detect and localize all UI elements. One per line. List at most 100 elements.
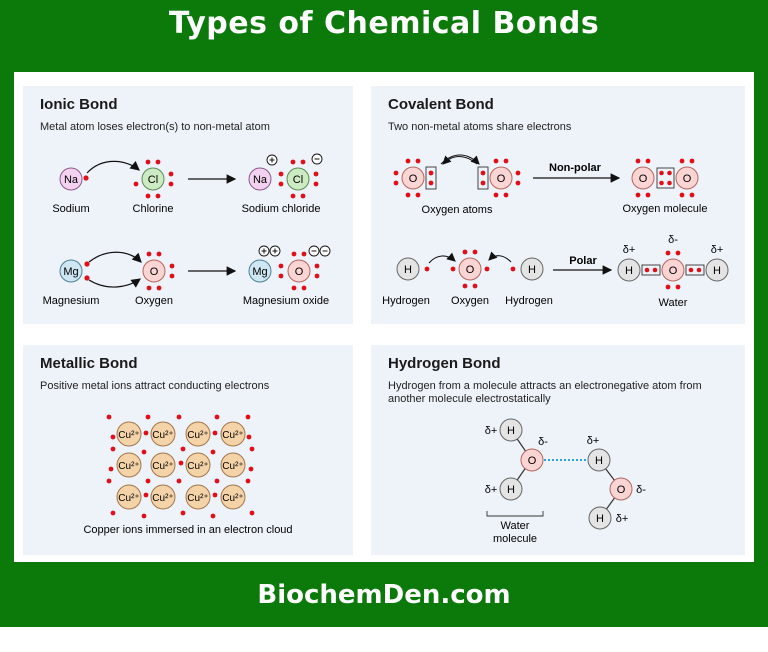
covalent-bond-panel: Covalent Bond Two non-metal atoms share … (371, 86, 745, 324)
page-title: Types of Chemical Bonds (168, 6, 600, 41)
hydrogen-atom (587, 448, 611, 472)
electron (212, 492, 218, 498)
magnesium-label: Magnesium (43, 295, 100, 307)
metallic-bond-diagram: Copper ions immersed in an electron clou… (83, 414, 293, 536)
svg-text:O: O (497, 173, 506, 185)
electron (210, 513, 216, 519)
hydrogen-label: Hydrogen (505, 295, 553, 307)
hydrogen-atom (520, 257, 544, 281)
chlorine-symbol: Cl (148, 174, 158, 186)
electron (246, 434, 252, 440)
partial-positive-label: δ+ (485, 484, 498, 496)
electron (106, 414, 112, 420)
copper-ion-label: Cu²⁺ (118, 493, 139, 504)
svg-text:H: H (625, 265, 633, 277)
metallic-bond-panel: Metallic Bond Positive metal ions attrac… (23, 345, 353, 555)
hydrogen-atom (588, 506, 612, 530)
hydrogen-label: Hydrogen (382, 295, 430, 307)
svg-text:O: O (528, 455, 537, 467)
hydrogen-bond-panel: Hydrogen Bond Hydrogen from a molecule a… (371, 345, 745, 555)
electron (83, 175, 89, 181)
copper-ion (150, 484, 176, 510)
svg-text:O: O (669, 265, 678, 277)
electron-transfer-arrow (88, 278, 141, 288)
sodium-atom (59, 167, 83, 191)
electron-share-arrow (442, 155, 478, 165)
oxygen-atom (142, 259, 166, 283)
chloride-ion (286, 167, 310, 191)
electron (249, 446, 255, 452)
molecule-bracket (486, 511, 544, 517)
partial-negative-label: δ- (668, 234, 678, 246)
svg-text:O: O (409, 173, 418, 185)
non-polar-label: Non-polar (549, 162, 602, 174)
chlorine-atom (141, 167, 165, 191)
svg-text:H: H (507, 425, 515, 437)
electron (249, 510, 255, 516)
electron-transfer-arrow (86, 160, 140, 174)
ionic-bond-diagram: Na Cl Na Cl Sodium Chlorine Sodium chlor… (43, 153, 331, 307)
electron (180, 446, 186, 452)
svg-text:H: H (404, 264, 412, 276)
copper-ion (116, 484, 142, 510)
copper-ion-label: Cu²⁺ (118, 430, 139, 441)
oxygen-atom (458, 257, 482, 281)
partial-positive-label: δ+ (623, 244, 636, 256)
oxygen-molecule-label: Oxygen molecule (623, 203, 708, 215)
water-label: Water (659, 297, 688, 309)
water-molecule-caption: molecule (493, 533, 537, 545)
oxygen-atom (675, 166, 699, 190)
oxygen-atom (661, 258, 685, 282)
electron (143, 430, 149, 436)
hydrogen-bond-subtitle: Hydrogen from a molecule attracts an ele… (388, 380, 702, 405)
metallic-bond-title: Metallic Bond (40, 355, 138, 372)
oxygen-atom (609, 477, 633, 501)
partial-negative-label: δ- (538, 436, 548, 448)
hydrogen-bond-diagram: H O H δ+ δ- δ+ H O H δ+ δ- δ+ Water mole… (485, 418, 646, 545)
electron (110, 446, 116, 452)
electron (178, 460, 184, 466)
polar-label: Polar (569, 255, 597, 267)
magnesium-symbol: Mg (63, 266, 78, 278)
electron (212, 430, 218, 436)
copper-ion (150, 421, 176, 447)
magnesium-atom (59, 259, 83, 283)
electron-share-arrow (428, 252, 456, 264)
electron (110, 510, 116, 516)
metallic-caption: Copper ions immersed in an electron clou… (83, 524, 292, 536)
footer-site-name: BiochemDen.com (257, 580, 511, 610)
hydrogen-atom (499, 418, 523, 442)
hydrogen-atom (499, 477, 523, 501)
svg-text:H: H (528, 264, 536, 276)
copper-ion (116, 452, 142, 478)
ionic-bond-title: Ionic Bond (40, 96, 118, 113)
electron-share-arrow (488, 251, 512, 263)
electron (145, 478, 151, 484)
oxide-ion (287, 259, 311, 283)
covalent-bond-diagram: O O Oxygen atoms Non-polar O O Oxygen mo… (382, 154, 729, 309)
oxygen-atom (520, 448, 544, 472)
partial-positive-label: δ+ (711, 244, 724, 256)
oxygen-symbol: O (150, 266, 159, 278)
copper-ion-label: Cu²⁺ (187, 461, 208, 472)
partial-negative-label: δ- (636, 484, 646, 496)
partial-positive-label: δ+ (587, 435, 600, 447)
copper-ion-label: Cu²⁺ (152, 493, 173, 504)
electron (176, 414, 182, 420)
ionic-bond-subtitle: Metal atom loses electron(s) to non-meta… (40, 121, 270, 133)
electron (141, 513, 147, 519)
copper-ion-label: Cu²⁺ (118, 461, 139, 472)
svg-text:O: O (683, 173, 692, 185)
svg-text:O: O (639, 173, 648, 185)
hydrogen-atom (705, 258, 729, 282)
electron (106, 478, 112, 484)
copper-ion (116, 421, 142, 447)
oxygen-atom (631, 166, 655, 190)
electron (210, 449, 216, 455)
sodium-ion (248, 167, 272, 191)
svg-text:O: O (617, 484, 626, 496)
electron-transfer-arrow (88, 251, 142, 263)
magnesium-ion-symbol: Mg (252, 266, 267, 278)
sodium-symbol: Na (64, 174, 79, 186)
copper-ion (220, 421, 246, 447)
